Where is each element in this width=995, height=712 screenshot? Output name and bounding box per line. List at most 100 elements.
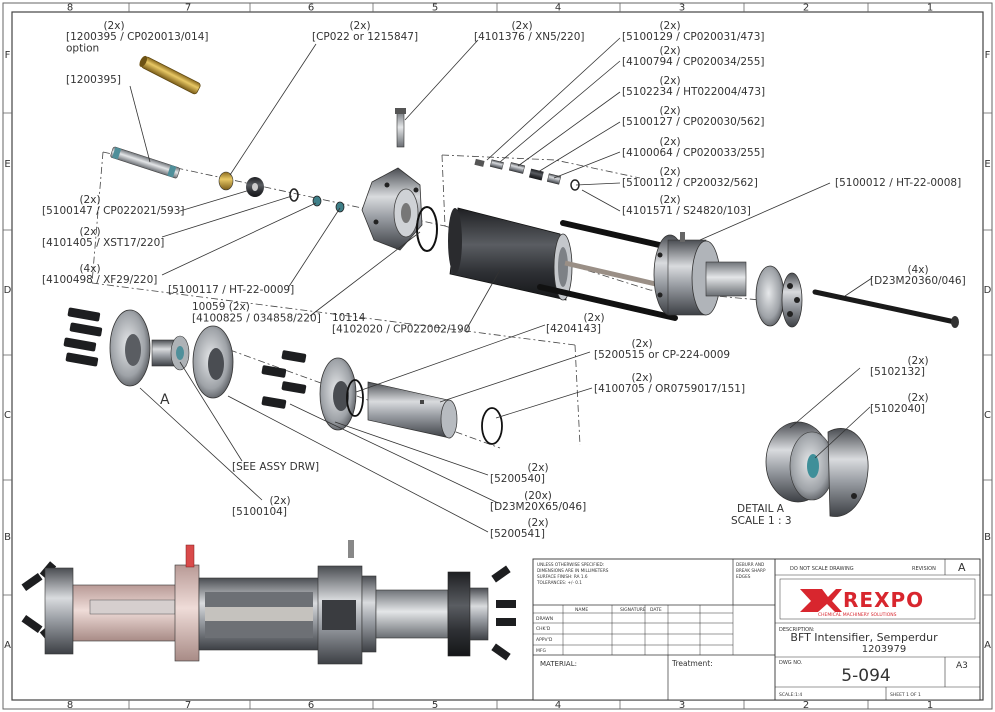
callout-part-number: [4101571 / S24820/103] <box>622 205 751 217</box>
callout-part-number: [5100012 / HT-22-0008] <box>835 177 961 189</box>
callout-qty: (2x) <box>511 20 532 32</box>
callout-qty: (2x) <box>583 312 604 324</box>
signature-table-header: DATE <box>650 607 662 613</box>
detail-title: DETAIL A <box>737 503 785 515</box>
zone-label-right: B <box>984 532 991 543</box>
title-block: UNLESS OTHERWISE SPECIFIED:DIMENSIONS AR… <box>532 558 981 701</box>
rexpo-logo: REXPO CHEMICAL MACHINERY SOLUTIONS <box>800 588 924 618</box>
callout-qty: (2x) <box>659 166 680 178</box>
zone-label-top: 2 <box>803 3 809 14</box>
lower-cylinder-part <box>367 381 458 439</box>
exploded-assembly-lower <box>63 307 503 445</box>
view-label-a: A <box>160 392 170 408</box>
deburr-note: EDGES <box>736 574 751 579</box>
signature-table-header: NAME <box>575 607 588 613</box>
brass-sleeve-part <box>139 55 201 95</box>
sheet-label: SHEET 1 OF 1 <box>890 692 921 698</box>
detail-a-view <box>765 421 869 517</box>
callout-part-number: [4100794 / CP020034/255] <box>622 56 765 68</box>
logo-wordmark: REXPO <box>843 588 924 612</box>
callout-part-number: 10059 (2x) <box>192 301 250 313</box>
assembled-section-view <box>21 540 516 665</box>
callout-qty: (2x) <box>527 517 548 529</box>
end-cap-o-ring-part <box>416 206 438 252</box>
yoke-center-part <box>151 335 190 371</box>
dwg-no-label: DWG NO. <box>779 660 803 666</box>
zone-label-right: F <box>985 50 991 61</box>
valve-component-row <box>474 158 580 191</box>
rexpo-logo-mark-icon <box>800 589 842 612</box>
callout-part-number: [4100825 / 034858/220] <box>192 313 321 325</box>
sheet-size: A3 <box>956 661 968 671</box>
description-line-1: BFT Intensifier, Semperdur <box>790 631 938 644</box>
callout-part-number: [5102040] <box>870 403 925 415</box>
zone-label-right: C <box>984 410 991 421</box>
callout-part-number: [4101376 / XN5/220] <box>474 31 584 43</box>
callout-part-number: [5200515 or CP-224-0009 <box>594 349 730 361</box>
callout-part-number: [5100127 / CP020030/562] <box>622 116 765 128</box>
main-cylinder-barrel-part <box>448 207 573 301</box>
callout-part-number: option <box>66 43 99 55</box>
tolerance-note: SURFACE FINISH: RA 1.6 <box>537 574 588 579</box>
callout-part-number: [D23M20X65/046] <box>490 501 586 513</box>
callout-qty: (2x) <box>659 75 680 87</box>
zone-label-bottom: 2 <box>803 700 809 711</box>
treatment-label: Treatment: <box>671 659 713 668</box>
zone-label-top: 5 <box>432 3 438 14</box>
zone-label-top: 6 <box>308 3 314 14</box>
callout-leader-lines <box>129 37 873 533</box>
callout-qty: (4x) <box>907 264 928 276</box>
scale-label: SCALE:1:4 <box>779 692 802 698</box>
zone-label-top: 7 <box>185 3 191 14</box>
signature-table-header: SIGNATURE <box>620 607 646 613</box>
center-flange-assembly-part <box>653 232 721 316</box>
tolerance-note: UNLESS OTHERWISE SPECIFIED: <box>537 562 604 567</box>
socket-head-bolts-mid <box>261 350 307 409</box>
outer-flange-part <box>705 261 803 328</box>
zone-label-top: 8 <box>67 3 73 14</box>
callout-qty: (20x) <box>524 490 552 502</box>
callout-qty: (2x) <box>527 462 548 474</box>
callout-part-number: [5200541] <box>490 528 545 540</box>
lower-flange-mid-part <box>192 325 234 399</box>
deburr-note: BREAK SHARP <box>736 568 766 573</box>
zone-label-bottom: 6 <box>308 700 314 711</box>
callout-part-number: [4204143] <box>546 323 601 335</box>
callout-part-number: [5100112 / CP20032/562] <box>622 177 758 189</box>
callout-part-number: [5100147 / CP022021/593] <box>42 205 185 217</box>
callout-part-number: [1200395] <box>66 74 121 86</box>
tolerance-note: TOLERANCES: +/- 0.1 <box>536 580 582 585</box>
callout-part-number: 10114 <box>332 312 366 324</box>
callout-qty: (2x) <box>79 226 100 238</box>
zone-label-top: 4 <box>555 3 561 14</box>
zone-label-right: D <box>984 285 992 296</box>
zone-label-bottom: 1 <box>927 700 933 711</box>
tolerance-note: DIMENSIONS ARE IN MILLIMETERS <box>537 568 609 573</box>
revision-value: A <box>958 561 966 574</box>
callout-qty: (2x) <box>659 136 680 148</box>
revision-label: REVISION <box>912 566 936 572</box>
zone-label-left: C <box>4 410 11 421</box>
material-label: MATERIAL: <box>540 660 577 668</box>
zone-label-top: 3 <box>679 3 685 14</box>
o-ring-small-parts <box>289 188 345 213</box>
logo-tagline: CHEMICAL MACHINERY SOLUTIONS <box>818 612 897 618</box>
zone-label-top: 1 <box>927 3 933 14</box>
zone-label-bottom: 5 <box>432 700 438 711</box>
description-line-2: 1203979 <box>862 644 907 655</box>
callout-part-number: [5100129 / CP020031/473] <box>622 31 765 43</box>
callout-part-number: [4100705 / OR0759017/151] <box>594 383 745 395</box>
callout-part-number: [4100064 / CP020033/255] <box>622 147 765 159</box>
callout-part-number: [CP022 or 1215847] <box>312 31 418 43</box>
drawing-number: 5-094 <box>841 666 890 686</box>
zone-label-left: E <box>4 159 10 170</box>
callout-qty: (2x) <box>659 45 680 57</box>
zone-label-right: A <box>984 640 991 651</box>
callout-qty: (2x) <box>631 338 652 350</box>
callout-part-number: [4100498 / XF29/220] <box>42 274 157 286</box>
callout-part-number: [D23M20360/046] <box>870 275 966 287</box>
long-tie-bolt-part <box>812 289 959 328</box>
description-label: DESCRIPTION: <box>779 627 815 633</box>
